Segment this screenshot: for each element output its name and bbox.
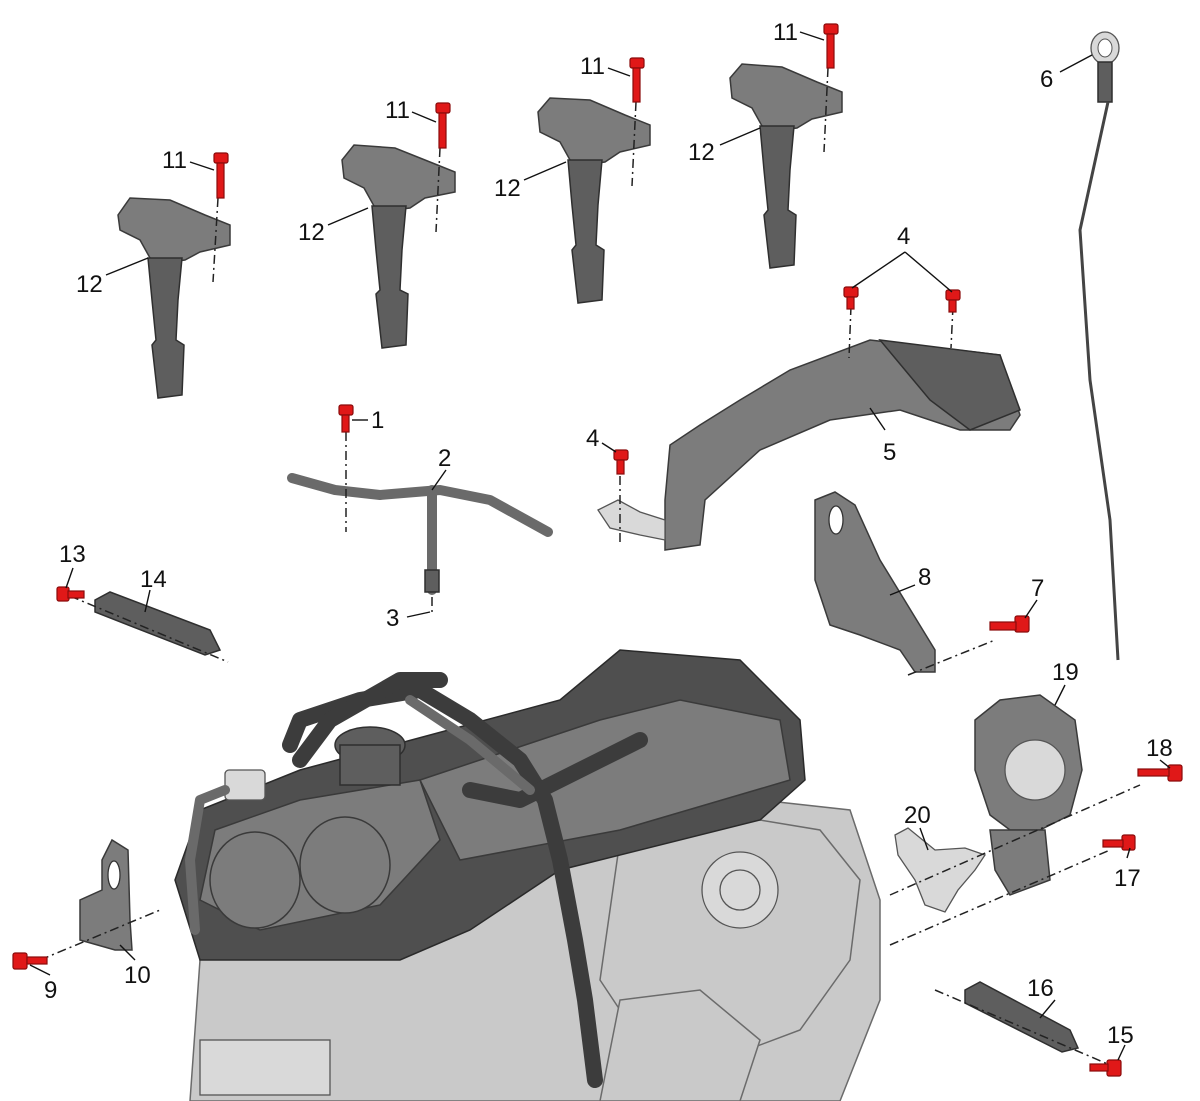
- callout-13: 13: [59, 541, 86, 568]
- callout-15: 15: [1107, 1022, 1134, 1049]
- ignition-coil-1: [117, 197, 231, 399]
- callout-12d: 12: [688, 139, 715, 166]
- callout-2: 2: [438, 445, 451, 472]
- bolt-11d: [823, 23, 839, 69]
- bolt-4c: [613, 449, 629, 475]
- callout-8: 8: [918, 564, 931, 591]
- callout-10: 10: [124, 962, 151, 989]
- vacuum-pump: [974, 694, 1083, 896]
- callout-16: 16: [1027, 975, 1054, 1002]
- callout-14: 14: [140, 566, 167, 593]
- callout-12c: 12: [494, 175, 521, 202]
- bolt-1: [338, 404, 354, 433]
- callout-4b: 4: [586, 425, 599, 452]
- ignition-coil-4: [729, 63, 843, 269]
- callout-6: 6: [1040, 66, 1053, 93]
- ignition-coil-2: [341, 144, 456, 349]
- callout-5: 5: [883, 439, 896, 466]
- engine-assembly: [174, 649, 881, 1101]
- bolt-13: [56, 586, 85, 602]
- bracket-upper: [814, 491, 936, 673]
- fasteners: [12, 23, 1183, 1077]
- gasket: [894, 827, 987, 913]
- callout-12b: 12: [298, 219, 325, 246]
- assembly-axis-lines: [39, 67, 1141, 1066]
- bolt-11b: [435, 102, 451, 149]
- heat-shield: [597, 339, 1021, 551]
- bolt-18: [1137, 764, 1183, 782]
- bolt-4b: [945, 289, 961, 313]
- bolt-17: [1102, 834, 1136, 851]
- ignition-coil-3: [537, 97, 651, 304]
- callout-3: 3: [386, 605, 399, 632]
- callout-labels: 1 2 3 4 4 5 6 7 8 9 10 11 11 11 11 12 12…: [44, 19, 1173, 1049]
- callout-11a: 11: [162, 147, 187, 174]
- callout-9: 9: [44, 977, 57, 1004]
- callout-20: 20: [904, 802, 931, 829]
- bolt-9: [12, 952, 48, 970]
- sensor-16: [964, 981, 1080, 1053]
- callout-11d: 11: [773, 19, 798, 46]
- callout-18: 18: [1146, 735, 1173, 762]
- tube-assembly: [287, 473, 553, 595]
- callout-11c: 11: [580, 53, 605, 80]
- leader-lines: [29, 31, 1171, 1061]
- callout-4a: 4: [897, 223, 910, 250]
- bolt-4a: [843, 286, 859, 310]
- callout-11b: 11: [385, 97, 410, 124]
- callout-1: 1: [371, 407, 384, 434]
- callout-12a: 12: [76, 271, 103, 298]
- bolt-11a: [213, 152, 229, 199]
- callout-17: 17: [1114, 865, 1141, 892]
- callout-7: 7: [1031, 575, 1044, 602]
- bracket-lower-left: [79, 838, 133, 951]
- sensor-14: [94, 591, 222, 656]
- bolt-11c: [629, 57, 645, 103]
- bolt-15: [1089, 1059, 1122, 1077]
- bolt-7: [989, 615, 1030, 633]
- dipstick: [1078, 31, 1120, 661]
- callout-19: 19: [1052, 659, 1079, 686]
